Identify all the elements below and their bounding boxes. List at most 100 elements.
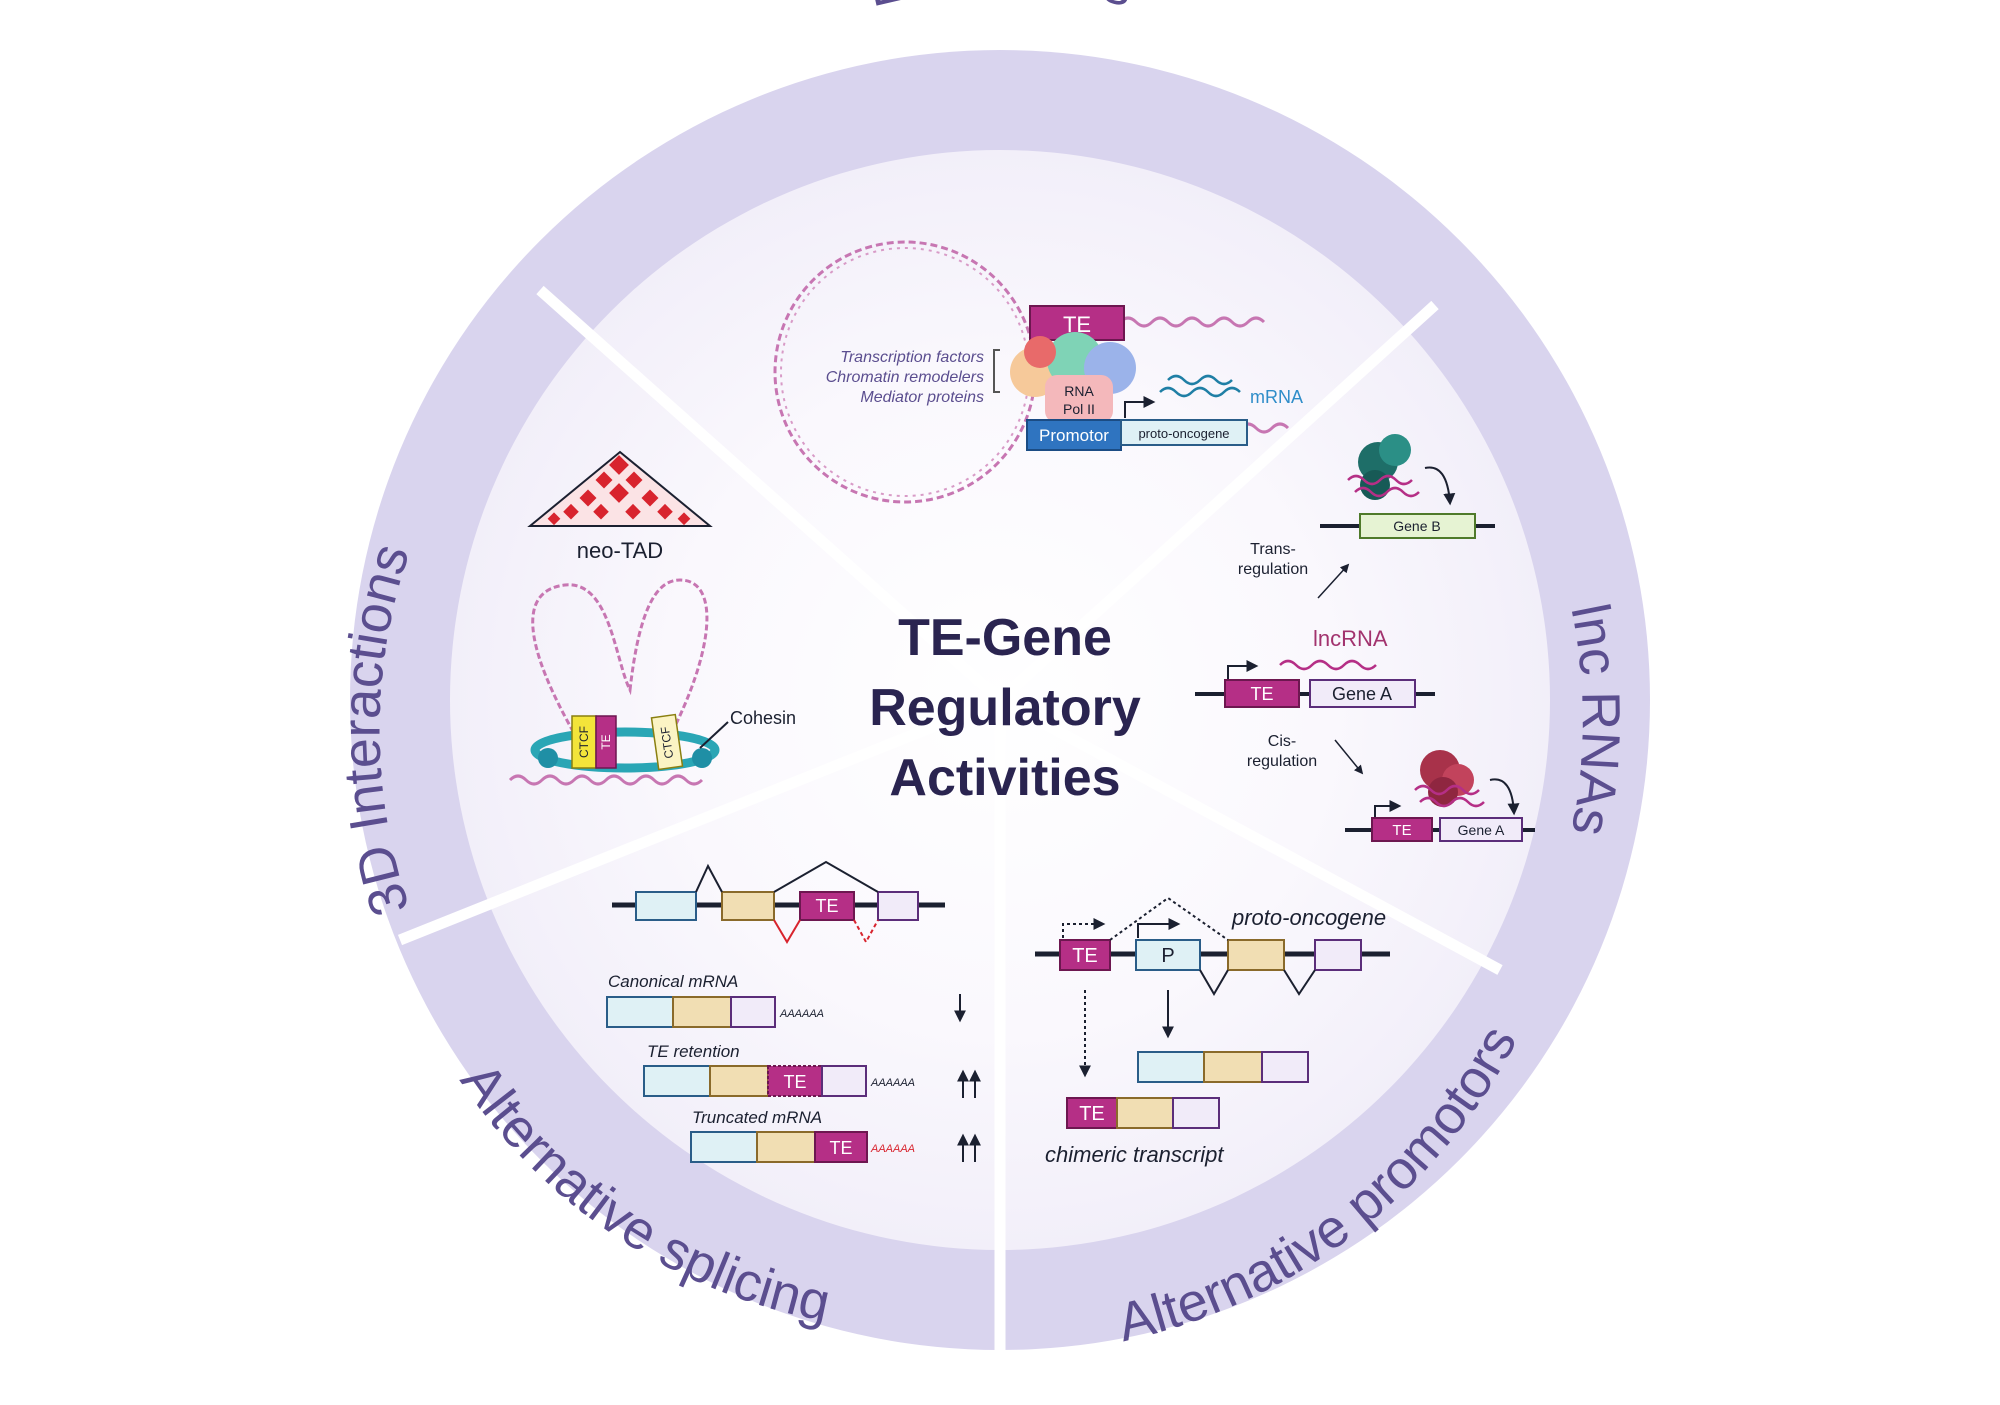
retention-exon-3 xyxy=(821,1065,867,1097)
section-label-lncrnas: lnc RNAs xyxy=(1559,599,1630,841)
alternative-promotors-panel: proto-oncogene TE P TE chimeric transcri… xyxy=(1035,896,1390,1167)
retention-te xyxy=(767,1065,823,1097)
lnc-cis-tss-arrow xyxy=(1374,800,1402,818)
mrna-wave-2 xyxy=(1167,374,1233,386)
section-dividers xyxy=(397,285,1503,1360)
truncated-exon-2 xyxy=(756,1131,816,1163)
native-transcript-exon-1 xyxy=(1137,1051,1205,1083)
canonical-exon-1 xyxy=(606,996,674,1028)
splice-te-label: TE xyxy=(815,896,838,916)
promotor-box xyxy=(1026,419,1122,451)
tad-te-label: TE xyxy=(599,734,613,749)
ctcf-right-label: CTCF xyxy=(658,726,676,760)
gene-a-cis-box xyxy=(1439,817,1523,842)
native-transcript-exon-2 xyxy=(1203,1051,1263,1083)
cohesin-label: Cohesin xyxy=(730,708,796,728)
te-retention-label: TE retention xyxy=(647,1042,740,1061)
gene-b-label: Gene B xyxy=(1393,518,1440,534)
lncrnas-panel: Gene B Trans- regulation lncRNA TE Gene … xyxy=(1195,434,1535,842)
exon-splice-down xyxy=(1283,969,1316,996)
trans-label-1: Trans- xyxy=(1250,541,1296,558)
center-title-line-2: Regulatory xyxy=(869,679,1141,737)
splice-junction-2 xyxy=(773,860,879,893)
dna-strand-right-top xyxy=(1118,316,1266,328)
canonical-mrna-label: Canonical mRNA xyxy=(608,972,738,991)
splice-exon-2 xyxy=(721,891,775,921)
splice-te xyxy=(799,891,855,921)
gene-a-cis-label: Gene A xyxy=(1458,822,1505,838)
p-tss-arrow xyxy=(1137,918,1181,938)
canonical-exon-3 xyxy=(730,996,776,1028)
ctcf-left xyxy=(571,715,597,769)
alt-promotor-te-box xyxy=(1059,939,1111,971)
retention-exon-2 xyxy=(709,1065,769,1097)
lncrna-label: lncRNA xyxy=(1313,626,1388,651)
gene-a-label: Gene A xyxy=(1332,684,1392,704)
truncated-mrna-label: Truncated mRNA xyxy=(692,1108,822,1127)
te-tss-dotted-arrow xyxy=(1062,918,1106,938)
chimeric-transcript-label: chimeric transcript xyxy=(1045,1142,1224,1167)
gene-a-box xyxy=(1309,679,1416,708)
alternative-splicing-panel: TE Canonical mRNA AAAAAA TE retention TE… xyxy=(606,860,981,1163)
retention-polya: AAAAAA xyxy=(870,1077,915,1089)
promotor-label: Promotor xyxy=(1039,426,1109,445)
rna-pol-label-2: Pol II xyxy=(1063,401,1095,417)
trans-arrow xyxy=(1317,563,1350,599)
trans-arrow-curve xyxy=(1424,466,1456,506)
lnc-cis-te-label: TE xyxy=(1392,822,1411,839)
tad-te-box xyxy=(595,715,617,769)
trans-label-2: regulation xyxy=(1238,561,1308,578)
ctcf-right xyxy=(650,713,684,771)
rna-pol-label-1: RNA xyxy=(1064,383,1094,399)
alt-exon-lav xyxy=(1314,939,1362,971)
retention-te-label: TE xyxy=(783,1072,806,1092)
truncated-polya: AAAAAA xyxy=(870,1143,915,1155)
splice-junction-te-in xyxy=(773,919,801,944)
truncated-te-label: TE xyxy=(829,1138,852,1158)
neo-tad-matrix xyxy=(547,455,691,526)
lnc-cis-wave-2 xyxy=(1419,796,1485,808)
enhancers-panel: TE RNA Pol II Transcription factors Chro… xyxy=(773,240,1303,504)
dna-baseline-3d xyxy=(508,774,704,786)
lnc-trans-wave-2 xyxy=(1354,486,1420,498)
cohesin-ring xyxy=(530,727,720,773)
lnc-cis-te-box xyxy=(1371,817,1433,842)
ctcf-left-label: CTCF xyxy=(577,726,591,758)
lncrna-wave xyxy=(1279,659,1377,671)
proto-oncogene-box xyxy=(1120,419,1248,446)
truncated-exon-1 xyxy=(690,1131,758,1163)
lnc-te-box xyxy=(1224,679,1300,708)
neo-tad-label: neo-TAD xyxy=(577,538,663,563)
center-title-line-1: TE-Gene xyxy=(898,609,1112,667)
lnc-cis-wave-1 xyxy=(1414,784,1480,796)
alt-promotor-te-label: TE xyxy=(1072,945,1098,967)
mrna-wave-1 xyxy=(1159,386,1241,398)
ribosome-teal-2 xyxy=(1379,434,1411,466)
splice-exon-3 xyxy=(877,891,919,921)
rna-pol-ii xyxy=(1045,375,1113,423)
te-splice-dotted xyxy=(1109,896,1229,941)
transcription-start-arrow xyxy=(1124,396,1156,418)
section-label-enhancers: Enhancers xyxy=(861,0,1138,18)
alt-exon-tan xyxy=(1227,939,1285,971)
chromatin-loops xyxy=(531,578,709,741)
chimeric-exon-3 xyxy=(1172,1097,1220,1129)
native-promotor-box xyxy=(1135,939,1201,971)
splice-junction-te-out xyxy=(853,919,879,945)
chimeric-exon-2 xyxy=(1116,1097,1174,1129)
center-title-line-3: Activities xyxy=(889,749,1120,807)
canonical-exon-2 xyxy=(672,996,732,1028)
truncated-te xyxy=(814,1131,868,1163)
3d-interactions-panel: neo-TAD CTCF TE CTCF Cohesin xyxy=(508,450,796,786)
center-title: TE-Gene Regulatory Activities xyxy=(869,609,1141,807)
retention-exon-1 xyxy=(643,1065,711,1097)
lnc-trans-wave-1 xyxy=(1347,474,1413,486)
chimeric-te-label: TE xyxy=(1079,1103,1105,1125)
lnc-tss-arrow xyxy=(1227,660,1259,680)
factor-label-3: Mediator proteins xyxy=(860,389,984,406)
cis-arrow-curve xyxy=(1489,778,1520,816)
alt-promotor-gene-label: proto-oncogene xyxy=(1231,905,1386,930)
factor-label-1: Transcription factors xyxy=(840,349,984,366)
